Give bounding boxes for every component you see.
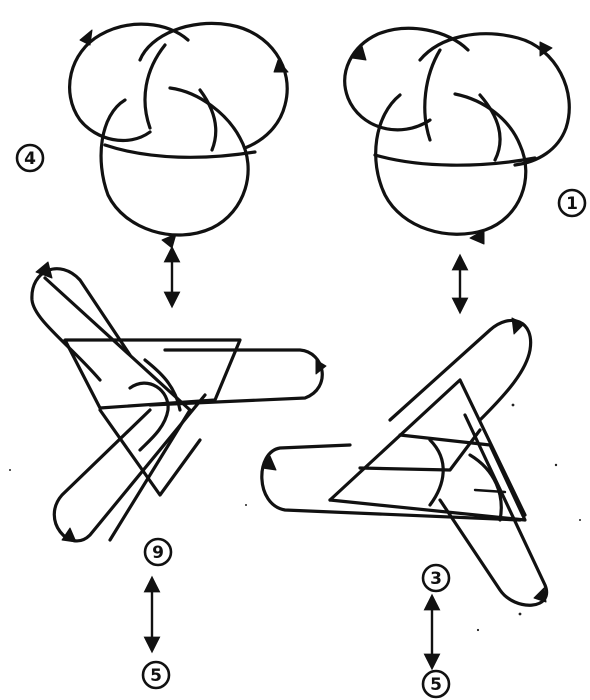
trefoil-right-over-arc-3 [425,50,440,140]
ribbon-right-band-c [470,455,501,520]
trefoil-left-ring-c [101,88,248,235]
label-mid-left: 9 [145,539,171,565]
trefoil-right-ring-a [345,28,468,129]
trefoil-right-ring-b [420,34,569,165]
ribbon-left-loop-1 [32,269,130,380]
trefoil-right-over-arc-2 [375,155,535,165]
trefoil-left-over-arc-3 [145,45,165,128]
trefoil-left-arrow-1 [80,30,92,45]
ribbon-left-twist [130,383,168,450]
ribbon-right-loop-1 [390,320,531,420]
label-bottom-right: 5 [423,671,449,697]
ribbon-right-twist [430,440,443,505]
trefoil-left-ring-b [140,23,287,148]
ribbon-right-loop-3 [440,415,547,605]
ribbon-right-outline-a [330,380,525,515]
trefoil-left-over-arc-2 [105,145,255,157]
label-bottom-right-text: 5 [430,675,442,695]
label-mid-left-text: 9 [152,543,164,563]
trefoil-left [70,23,288,248]
label-bottom-left-text: 5 [150,666,162,686]
ribbon-right [262,318,547,605]
label-bottom-left: 5 [143,662,169,688]
label-mid-right: 3 [423,565,449,591]
label-top-left: 4 [17,145,43,171]
ribbon-right-loop-2 [262,445,520,520]
label-top-right: 1 [559,190,585,216]
ribbon-left-loop-3 [54,395,205,541]
trefoil-left-arrow-3 [162,234,176,248]
label-mid-right-text: 3 [430,569,442,589]
trefoil-right [345,28,570,244]
ribbon-left-band-b [100,410,200,495]
label-top-left-text: 4 [24,149,36,169]
label-top-right-text: 1 [566,194,578,214]
ribbon-left [32,262,326,542]
ribbon-right-arrow-3 [534,588,546,602]
